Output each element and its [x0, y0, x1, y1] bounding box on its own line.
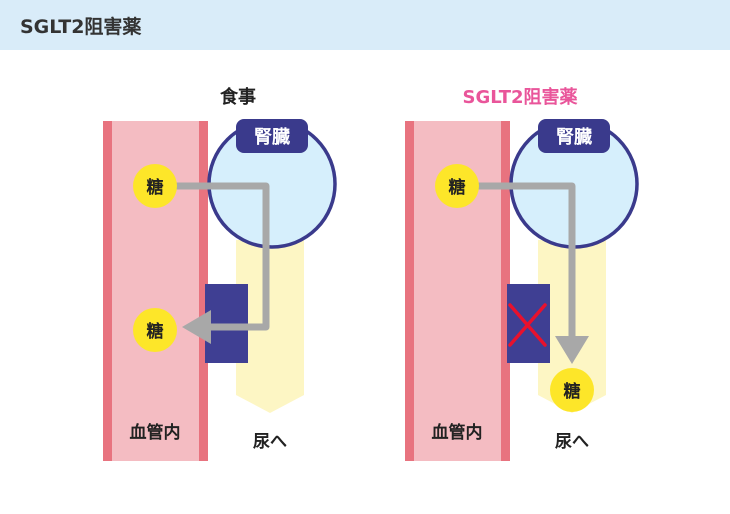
arrow-head-down — [555, 336, 589, 364]
excreted-sugar-label: 糖 — [564, 381, 581, 402]
kidney-label: 腎臓 — [556, 127, 592, 148]
vessel-wall-left — [405, 121, 414, 461]
excretion-arrow — [478, 182, 576, 338]
urine-label: 尿へ — [253, 432, 287, 452]
reabsorbed-sugar-label: 糖 — [147, 321, 164, 342]
vessel-wall-right — [199, 121, 208, 461]
reabsorption-arrow — [176, 182, 270, 331]
arrow-head-left — [182, 310, 211, 344]
vessel-wall-left — [103, 121, 112, 461]
panel-2-title: SGLT2阻害薬 — [462, 87, 578, 108]
sugar-label: 糖 — [449, 177, 466, 198]
cross-mark-icon — [508, 303, 547, 347]
kidney-label: 腎臓 — [254, 127, 290, 148]
page-title: SGLT2阻害薬 — [20, 15, 142, 38]
reabsorbed-sugar-circle — [133, 308, 177, 352]
sugar-label: 糖 — [147, 177, 164, 198]
sugar-circle — [435, 164, 479, 208]
kidney-label-box — [538, 119, 610, 153]
urine-channel — [236, 240, 304, 413]
vessel-label: 血管内 — [432, 422, 483, 443]
panel-2: 腎臓 糖 糖 血管内 尿へ — [405, 119, 639, 461]
excreted-sugar-circle — [550, 368, 594, 412]
panel-1: 腎臓 糖 糖 血管内 尿へ — [103, 119, 337, 461]
panel-1-title: 食事 — [220, 87, 256, 108]
header-bar: SGLT2阻害薬 — [0, 0, 730, 50]
vessel-label: 血管内 — [130, 422, 181, 443]
kidney-label-box — [236, 119, 308, 153]
sugar-circle — [133, 164, 177, 208]
urine-label: 尿へ — [555, 432, 589, 452]
vessel-wall-right — [501, 121, 510, 461]
